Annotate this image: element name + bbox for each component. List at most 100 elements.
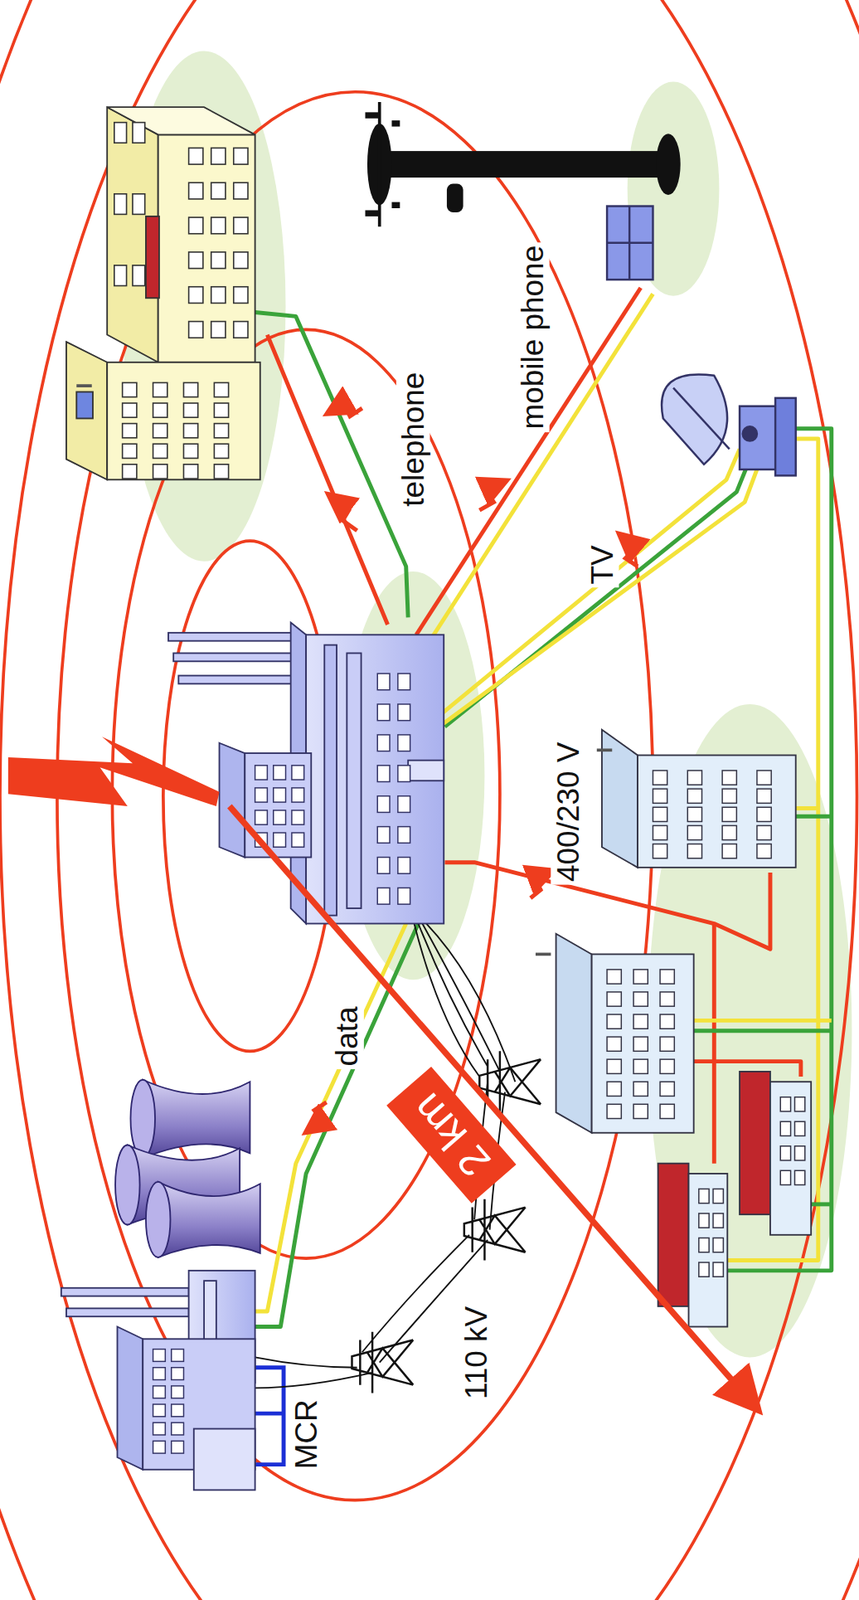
window xyxy=(377,795,390,813)
window xyxy=(633,1014,648,1029)
satellite-dish xyxy=(661,373,728,464)
window xyxy=(606,969,622,984)
window xyxy=(660,991,675,1006)
surge-bolt xyxy=(308,1101,327,1131)
window xyxy=(213,423,229,438)
window xyxy=(397,673,411,690)
window xyxy=(652,788,667,803)
pylon xyxy=(351,1331,413,1393)
window xyxy=(606,1058,622,1073)
control-plant xyxy=(116,1326,143,1470)
window xyxy=(291,787,305,802)
window xyxy=(397,887,411,904)
control-plant xyxy=(61,1287,190,1296)
surge-bolt xyxy=(479,481,505,510)
window xyxy=(211,217,226,234)
window xyxy=(660,1058,675,1073)
mobile-mast xyxy=(606,242,653,244)
window xyxy=(397,857,411,874)
window xyxy=(757,825,772,840)
cable-label: data xyxy=(330,1002,364,1068)
lightning-bolt xyxy=(8,736,220,806)
mobile-mast xyxy=(446,183,464,212)
window xyxy=(153,1440,166,1453)
window xyxy=(189,252,204,269)
window xyxy=(171,1385,185,1398)
residential-building xyxy=(596,748,612,753)
satellite-dish xyxy=(742,426,758,441)
window xyxy=(633,1058,648,1073)
window xyxy=(122,402,137,418)
window xyxy=(377,887,390,904)
window xyxy=(291,832,305,847)
window xyxy=(687,788,702,803)
surge-bolt xyxy=(621,535,638,567)
window xyxy=(233,147,248,165)
window xyxy=(132,122,146,144)
window xyxy=(722,770,737,785)
window xyxy=(255,810,268,825)
window xyxy=(211,182,226,199)
window xyxy=(189,217,204,234)
window xyxy=(189,321,204,339)
surge-bolt xyxy=(530,871,552,898)
window xyxy=(713,1213,724,1228)
window xyxy=(722,825,737,840)
window xyxy=(633,1103,648,1118)
window xyxy=(273,832,287,847)
pylon xyxy=(351,1050,541,1393)
surge-bolt xyxy=(330,495,358,531)
window xyxy=(633,1036,648,1051)
window xyxy=(233,286,248,304)
overhead-line xyxy=(255,1372,373,1388)
window xyxy=(633,991,648,1006)
window xyxy=(687,770,702,785)
window xyxy=(660,1103,675,1118)
window xyxy=(291,765,305,780)
window xyxy=(652,806,667,821)
window xyxy=(233,217,248,234)
power-plant xyxy=(219,742,246,858)
window xyxy=(794,1145,805,1160)
window xyxy=(606,1103,622,1118)
residential-building xyxy=(535,952,551,957)
office-building xyxy=(76,383,92,388)
window xyxy=(273,765,287,780)
window xyxy=(122,423,137,438)
window xyxy=(183,464,198,479)
cooling-tower xyxy=(142,1079,250,1159)
window xyxy=(153,1349,185,1454)
green-area xyxy=(122,51,853,1358)
window xyxy=(757,770,772,785)
window xyxy=(713,1237,724,1252)
window xyxy=(713,1261,724,1277)
window xyxy=(652,770,667,785)
cable xyxy=(795,805,819,811)
window xyxy=(183,382,198,397)
window xyxy=(153,1349,166,1362)
window xyxy=(153,1385,166,1398)
window xyxy=(291,810,305,825)
window xyxy=(211,286,226,304)
cable-label: TV xyxy=(585,541,620,588)
cooling-tower xyxy=(158,1181,261,1257)
window xyxy=(153,423,168,438)
residential-building xyxy=(689,1173,728,1327)
window xyxy=(606,770,806,1277)
window xyxy=(698,1188,709,1203)
distance-box: 2 km xyxy=(386,1066,517,1204)
window xyxy=(171,1421,185,1435)
window xyxy=(698,1213,709,1228)
control-plant xyxy=(66,1307,190,1316)
cooling-tower xyxy=(115,1079,261,1257)
window xyxy=(171,1440,185,1453)
window xyxy=(606,991,622,1006)
residential-building xyxy=(535,729,811,1327)
window xyxy=(189,182,204,199)
distance-arrow xyxy=(229,805,756,1406)
window xyxy=(698,1237,709,1252)
window xyxy=(687,825,702,840)
window xyxy=(273,787,287,802)
